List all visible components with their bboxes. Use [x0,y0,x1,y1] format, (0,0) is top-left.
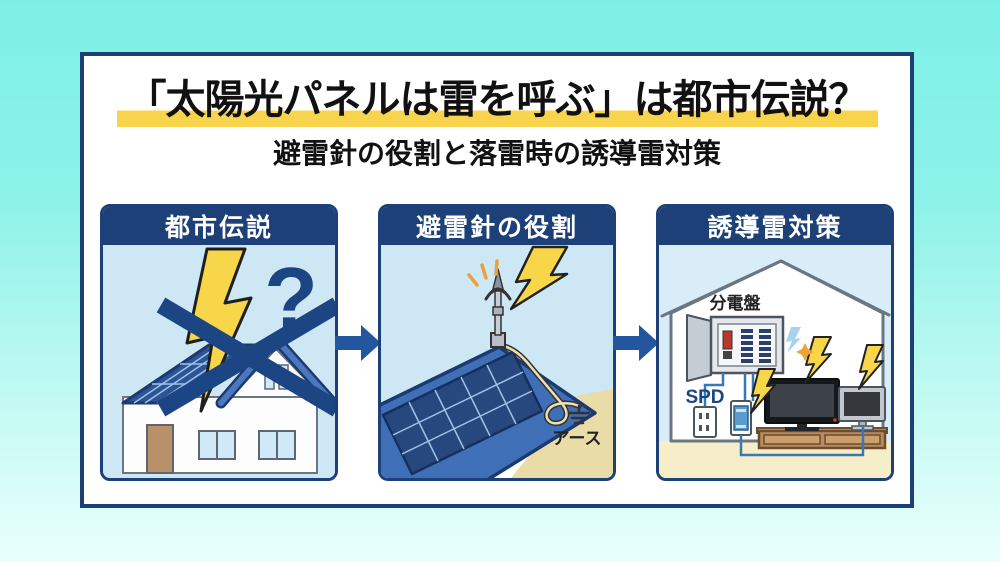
lightning-bolt-icon [509,245,569,311]
outlet-icon [693,406,717,438]
spark-icon [467,259,499,287]
panel-lightning-rod-title: 避雷針の役割 [381,207,613,245]
door [146,424,174,474]
spark-icon [796,343,814,361]
panel-induced-lightning: 誘導雷対策 分電盤 [656,204,894,481]
solar-panel-icon [381,350,544,476]
panel-lightning-rod: 避雷針の役割 [378,204,616,481]
arrow-right-icon [613,324,659,362]
wire [739,425,865,457]
earth-ground-icon [567,404,591,425]
page-title: 「太陽光パネルは雷を呼ぶ」は都市伝説？ [116,78,878,127]
earth-cable [498,342,582,427]
lightning-rod-illustration: アース [381,245,613,478]
induced-lightning-illustration: 分電盤 [659,245,891,478]
header: 「太陽光パネルは雷を呼ぶ」は都市伝説？ 避雷針の役割と落雷時の誘導雷対策 [84,78,910,172]
urban-legend-illustration: ? [103,245,335,478]
earth-label: アース [552,429,601,448]
tv-stand-icon [756,427,888,450]
cross-x-icon [156,297,335,417]
monitor-icon [838,386,886,431]
arrow-right-icon [335,324,381,362]
infographic-card: 「太陽光パネルは雷を呼ぶ」は都市伝説？ 避雷針の役割と落雷時の誘導雷対策 都市伝… [80,52,914,508]
page-subtitle: 避雷針の役割と落雷時の誘導雷対策 [272,138,721,169]
panel-row: 都市伝説 [84,204,910,481]
panel-urban-legend-title: 都市伝説 [103,207,335,245]
lightning-rod-icon [484,268,512,348]
spd-label: SPD [685,387,724,408]
house-icon [121,333,335,474]
spd-tap-icon [730,400,752,436]
distribution-board-label: 分電盤 [710,293,762,313]
tv-icon [764,378,840,431]
induced-surge-icon [786,327,801,353]
panel-urban-legend: 都市伝説 [100,204,338,481]
distribution-board-icon [686,314,785,382]
window [198,364,296,460]
lightning-bolt-icon [750,336,884,414]
panel-induced-lightning-title: 誘導雷対策 [659,207,891,245]
